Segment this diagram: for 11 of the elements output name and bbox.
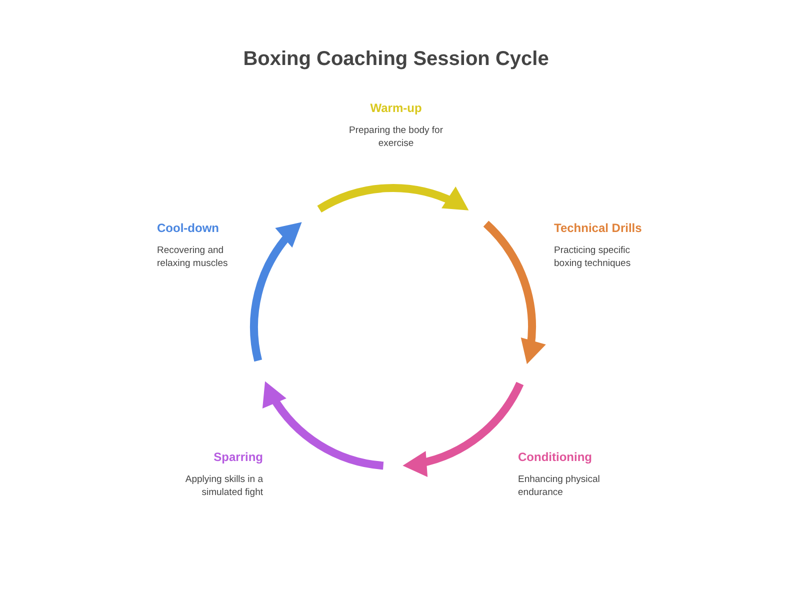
stage-description: Enhancing physical endurance bbox=[518, 473, 601, 499]
stage-title: Warm-up bbox=[370, 101, 422, 115]
stage-title: Cool-down bbox=[157, 221, 219, 235]
stage-description: Preparing the body for exercise bbox=[348, 124, 444, 150]
stage-description: Recovering and relaxing muscles bbox=[157, 244, 229, 270]
stage-title: Conditioning bbox=[518, 450, 592, 464]
stage-description: Practicing specific boxing techniques bbox=[554, 244, 632, 270]
stage-description: Applying skills in a simulated fight bbox=[184, 473, 263, 499]
stage-title: Sparring bbox=[214, 450, 263, 464]
stage-title: Technical Drills bbox=[554, 221, 642, 235]
title: Boxing Coaching Session Cycle bbox=[242, 48, 550, 71]
